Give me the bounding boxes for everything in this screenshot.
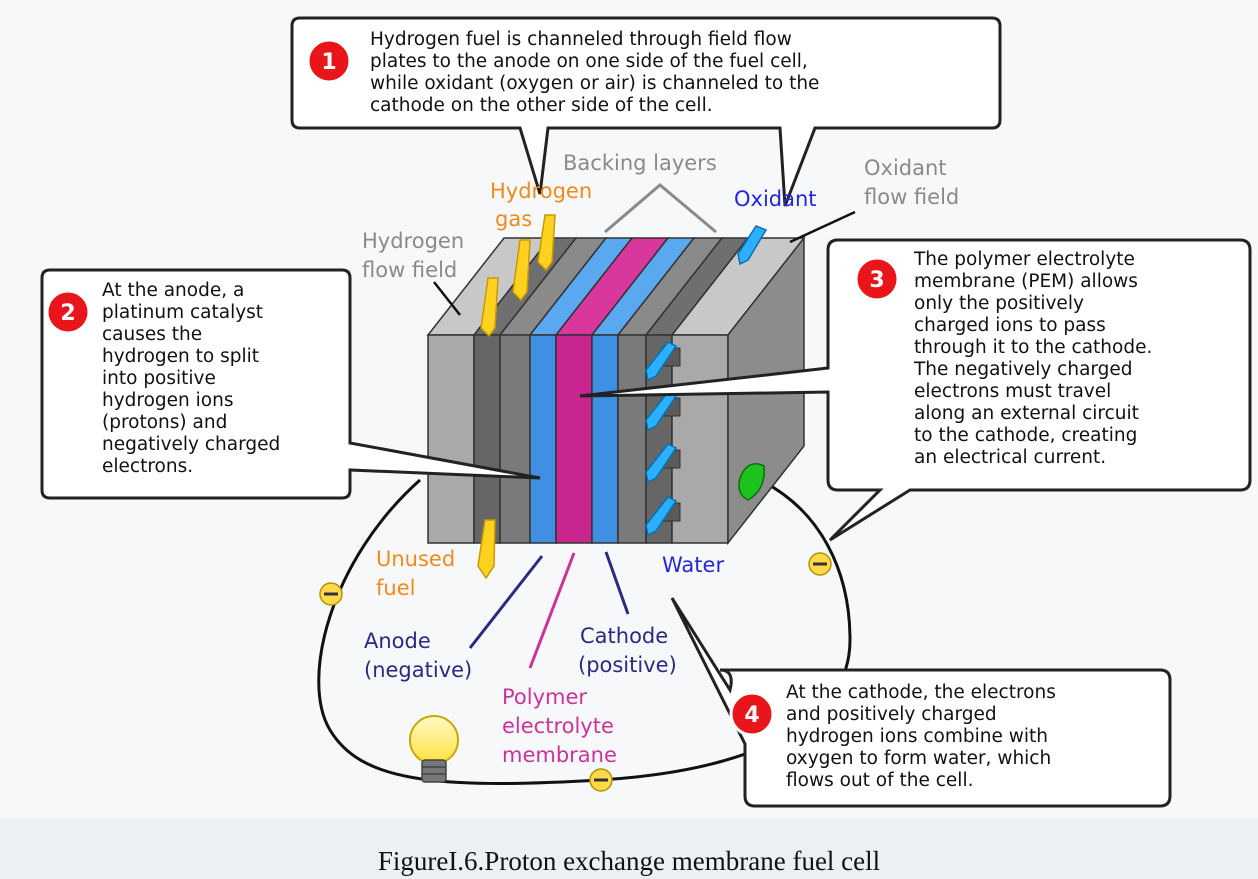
callout-3: 3 <box>579 238 1252 542</box>
oxidant-flow-field-leader <box>789 210 856 244</box>
water-arrows <box>645 341 678 537</box>
oxidant-arrow <box>737 225 768 266</box>
electron-markers <box>319 552 832 792</box>
pem-label-3: membrane <box>502 743 617 767</box>
diagram-stage: 1 2 3 4 Hydrogen fuel is channeled throu… <box>40 16 1252 808</box>
fuel-cell-diagram: 1 2 3 4 <box>40 16 1252 808</box>
light-bulb-icon <box>409 715 459 783</box>
hydrogen-flow-field-front <box>427 334 475 544</box>
caption-band <box>0 818 1258 879</box>
unused-fuel-label-1: Unused <box>376 547 456 571</box>
callout-4-badge: 4 <box>729 691 775 737</box>
hydrogen-gas-label-2: gas <box>495 207 533 231</box>
hydrogen-flow-field-leader <box>433 281 461 316</box>
callout-1: 1 <box>290 16 1002 207</box>
hydrogen-inlet-arrows <box>480 214 556 338</box>
callout-3-badge: 3 <box>854 256 900 302</box>
svg-text:2: 2 <box>60 301 75 326</box>
callout-4-text: At the cathode, the electrons and positi… <box>786 682 1056 791</box>
membrane-leader <box>528 552 576 669</box>
anode-layer <box>529 334 557 544</box>
oxidant-label: Oxidant <box>734 187 817 211</box>
figure-caption: FigureI.6.Proton exchange membrane fuel … <box>377 846 881 876</box>
anode-label-2: (negative) <box>364 658 473 682</box>
cathode-label-1: Cathode <box>580 624 669 648</box>
svg-text:1: 1 <box>321 50 336 75</box>
callout-1-badge: 1 <box>306 38 352 84</box>
backing-layers-bracket <box>604 183 717 234</box>
callout-1-text: Hydrogen fuel is channeled through field… <box>370 29 820 116</box>
anode-leader <box>468 555 544 649</box>
cathode-terminal <box>738 463 765 501</box>
oxidant-flow-field-label-2: flow field <box>864 185 960 209</box>
anode-backing-layer <box>473 334 501 544</box>
water-label: Water <box>662 553 725 577</box>
polymer-electrolyte-membrane-layer <box>555 334 593 544</box>
cathode-label-2: (positive) <box>578 653 677 677</box>
hydrogen-flow-field-label-2: flow field <box>362 258 458 282</box>
oxidant-flow-field-front <box>671 334 729 544</box>
hydrogen-gas-label-1: Hydrogen <box>490 179 593 203</box>
callout-4: 4 <box>670 597 1172 808</box>
unused-fuel-label-2: fuel <box>376 576 416 600</box>
hydrogen-flow-field-label-1: Hydrogen <box>362 229 465 253</box>
svg-text:4: 4 <box>744 703 759 728</box>
callout-2: 2 <box>40 268 541 500</box>
callout-2-text: At the anode, a platinum catalyst causes… <box>102 280 281 477</box>
fuel-cell-stack <box>426 235 806 546</box>
backing-layers-label: Backing layers <box>563 151 717 175</box>
cathode-leader <box>604 551 630 615</box>
pem-label-1: Polymer <box>502 685 588 709</box>
cathode-layer <box>591 334 619 544</box>
callout-3-text: The polymer electrolyte membrane (PEM) a… <box>914 249 1153 468</box>
oxidant-flow-field-label-1: Oxidant <box>864 156 947 180</box>
pem-label-2: electrolyte <box>502 714 614 738</box>
svg-text:3: 3 <box>869 268 884 293</box>
anode-label-1: Anode <box>364 629 431 653</box>
unused-fuel-arrow <box>477 519 496 580</box>
callout-2-badge: 2 <box>45 289 91 335</box>
